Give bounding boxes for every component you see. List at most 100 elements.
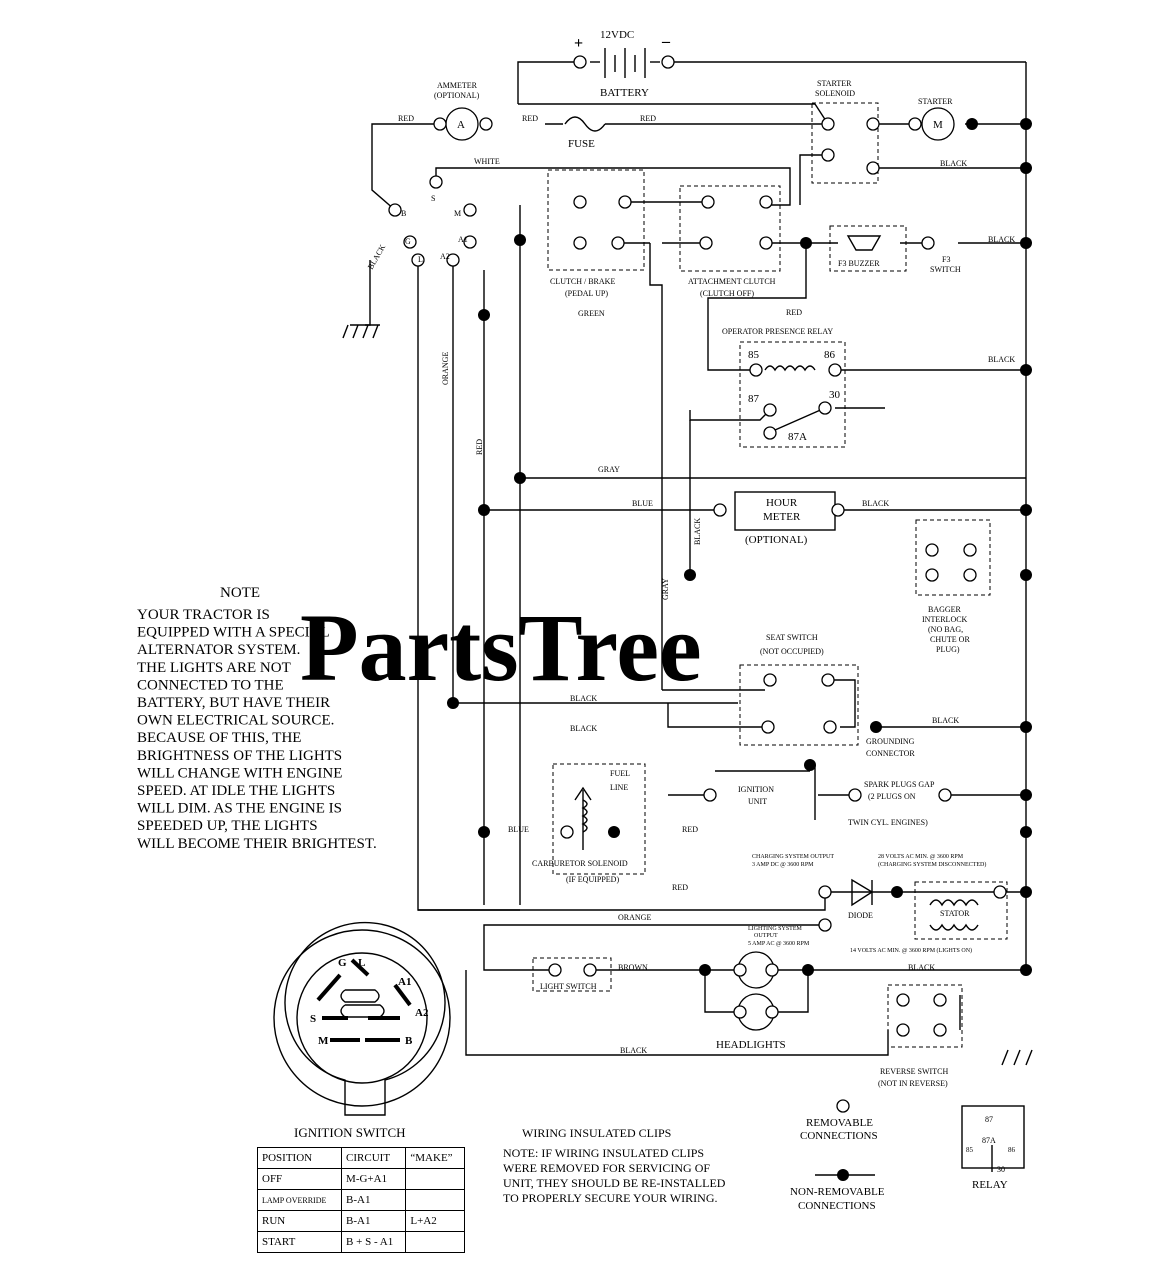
terminal [703, 788, 717, 802]
terminal [661, 55, 675, 69]
ignition-switch-table: POSITION CIRCUIT “MAKE” OFF M-G+A1 LAMP … [256, 1147, 465, 1253]
position-cell: RUN [256, 1210, 343, 1232]
make-cell [405, 1231, 465, 1253]
terminal [618, 195, 632, 209]
terminal [548, 963, 562, 977]
term-a1: A1 [458, 235, 468, 244]
battery-label: BATTERY [600, 87, 649, 99]
circuit-cell: B-A1 [341, 1189, 407, 1211]
ammeter-symbol: A [457, 119, 465, 131]
face-m: M [318, 1035, 329, 1047]
terminal [828, 363, 842, 377]
legend-nonremovable: NON-REMOVABLE [790, 1186, 885, 1198]
terminal [583, 963, 597, 977]
connection-dot [966, 118, 978, 130]
f3-switch-label: F3 [942, 255, 950, 264]
connection-dot [800, 237, 812, 249]
relay-87a: 87A [788, 431, 807, 443]
wire-white: WHITE [474, 157, 500, 166]
terminal [446, 253, 460, 267]
relay-85: 85 [748, 349, 760, 361]
connection-dot [514, 234, 526, 246]
terminal [573, 195, 587, 209]
wire-black-7: BLACK [932, 716, 959, 725]
fuel-label: FUEL [610, 769, 630, 778]
wire-black-1: BLACK [940, 159, 967, 168]
terminal [699, 236, 713, 250]
connection-dot [1020, 789, 1032, 801]
face-b: B [405, 1035, 413, 1047]
position-cell: LAMP OVERRIDE [256, 1189, 343, 1211]
terminal [963, 543, 977, 557]
note-line: WILL BECOME THEIR BRIGHTEST. [137, 836, 377, 852]
connection-dot [1020, 162, 1032, 174]
note-line: CONNECTED TO THE [137, 677, 284, 693]
terminal [908, 117, 922, 131]
bagger-2: INTERLOCK [922, 615, 968, 624]
terminal [573, 55, 587, 69]
table-row: RUN B-A1 L+A2 [256, 1210, 465, 1232]
term-l: L [418, 255, 423, 264]
bagger-3: (NO BAG, [928, 625, 963, 634]
terminal [763, 426, 777, 440]
clutch-brake-sub: (PEDAL UP) [565, 289, 608, 298]
terminal [463, 235, 477, 249]
wire-red-4: RED [786, 308, 802, 317]
starter-solenoid-label: STARTER [817, 79, 852, 88]
wire-blue-2: BLUE [508, 825, 529, 834]
clips-note-title: WIRING INSULATED CLIPS [522, 1126, 671, 1140]
wire-gray-2: GRAY [661, 578, 670, 600]
wire-green: GREEN [578, 309, 605, 318]
connection-dot [802, 964, 814, 976]
labels: 12VDC + – BATTERY AMMETER (OPTIONAL) A F… [401, 29, 986, 1088]
ignition-unit-label-2: UNIT [748, 797, 767, 806]
relay-legend-87: 87 [985, 1115, 993, 1124]
connection-dot [804, 759, 816, 771]
lighting-output-label-2: OUTPUT [754, 933, 778, 939]
battery-plus: + [574, 35, 583, 52]
connection-dot [608, 826, 620, 838]
connection-dot [1020, 237, 1032, 249]
connection-dot [870, 721, 882, 733]
clips-note-line: NOTE: IF WIRING INSULATED CLIPS [503, 1146, 704, 1160]
terminal [560, 825, 574, 839]
terminal [821, 117, 835, 131]
circuit-cell: M-G+A1 [341, 1168, 407, 1190]
wire-black-5: BLACK [570, 694, 597, 703]
terminal [896, 993, 910, 1007]
connection-dot [1020, 826, 1032, 838]
relay-87: 87 [748, 393, 760, 405]
buzzer-label: F3 BUZZER [838, 259, 880, 268]
legend-nonremovable-2: CONNECTIONS [798, 1200, 876, 1212]
wire-black-3: BLACK [988, 355, 1015, 364]
terminal [938, 788, 952, 802]
wire-black-10: BLACK [366, 243, 387, 271]
wire-red-6: RED [672, 883, 688, 892]
charging-output-label: CHARGING SYSTEM OUTPUT [752, 854, 834, 860]
terminal [433, 117, 447, 131]
legend-removable-2: CONNECTIONS [800, 1130, 878, 1142]
table-row: OFF M-G+A1 [256, 1168, 465, 1190]
hour-meter-label: HOUR [766, 497, 798, 509]
wire-red-2: RED [522, 114, 538, 123]
header-make: “MAKE” [405, 1147, 465, 1169]
light-switch-label: LIGHT SWITCH [540, 982, 597, 991]
spark-plugs-label: SPARK PLUGS GAP [864, 780, 935, 789]
terminal [821, 148, 835, 162]
spark-plugs-label-3: TWIN CYL. ENGINES) [848, 818, 928, 827]
terminal [763, 403, 777, 417]
terminal [818, 401, 832, 415]
wire-gray: GRAY [598, 465, 620, 474]
wire-orange-2: ORANGE [441, 352, 450, 385]
reverse-switch-label: REVERSE SWITCH [880, 1067, 948, 1076]
terminal [759, 195, 773, 209]
bagger-5: PLUG) [936, 645, 960, 654]
grounding-label-2: CONNECTOR [866, 749, 915, 758]
bagger-1: BAGGER [928, 605, 962, 614]
stator-label: STATOR [940, 909, 970, 918]
wire-black-6: BLACK [570, 724, 597, 733]
relay-30: 30 [829, 389, 841, 401]
relay-legend-label: RELAY [972, 1179, 1008, 1191]
wire-black-2: BLACK [988, 235, 1015, 244]
make-cell [405, 1189, 465, 1211]
